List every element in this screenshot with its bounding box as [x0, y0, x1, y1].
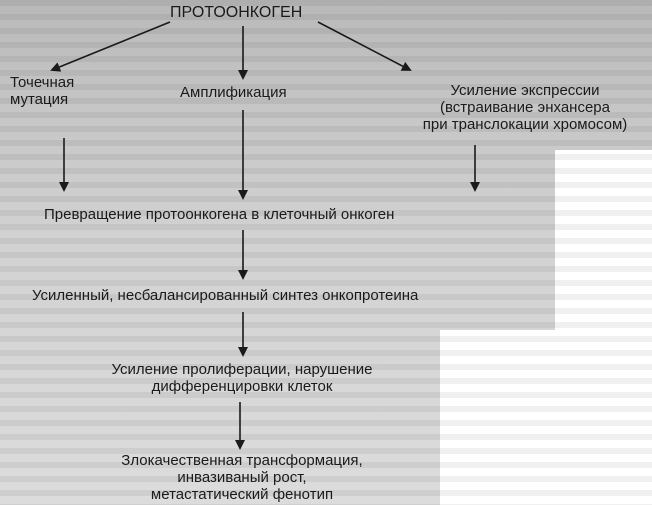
node-point-mutation: Точечная мутация: [10, 74, 75, 108]
arrow-root-to-expression: [317, 21, 412, 71]
node-oncoprotein-synthesis: Усиленный, несбалансированный синтез онк…: [32, 287, 419, 304]
node-malignant-transformation: Злокачественная трансформация, инвазиван…: [121, 452, 363, 503]
node-conversion-to-oncogene: Превращение протоонкогена в клеточный он…: [44, 206, 395, 223]
node-proliferation: Усиление пролиферации, нарушение диффере…: [111, 361, 373, 395]
node-amplification: Амплификация: [180, 84, 287, 101]
node-expression-increase: Усиление экспрессии (встраивание энхансе…: [422, 82, 628, 133]
page-margin-bottom-right: [440, 330, 652, 505]
node-protooncogene: ПРОТООНКОГЕН: [170, 4, 303, 21]
arrow-root-to-point-mutation: [50, 21, 171, 72]
